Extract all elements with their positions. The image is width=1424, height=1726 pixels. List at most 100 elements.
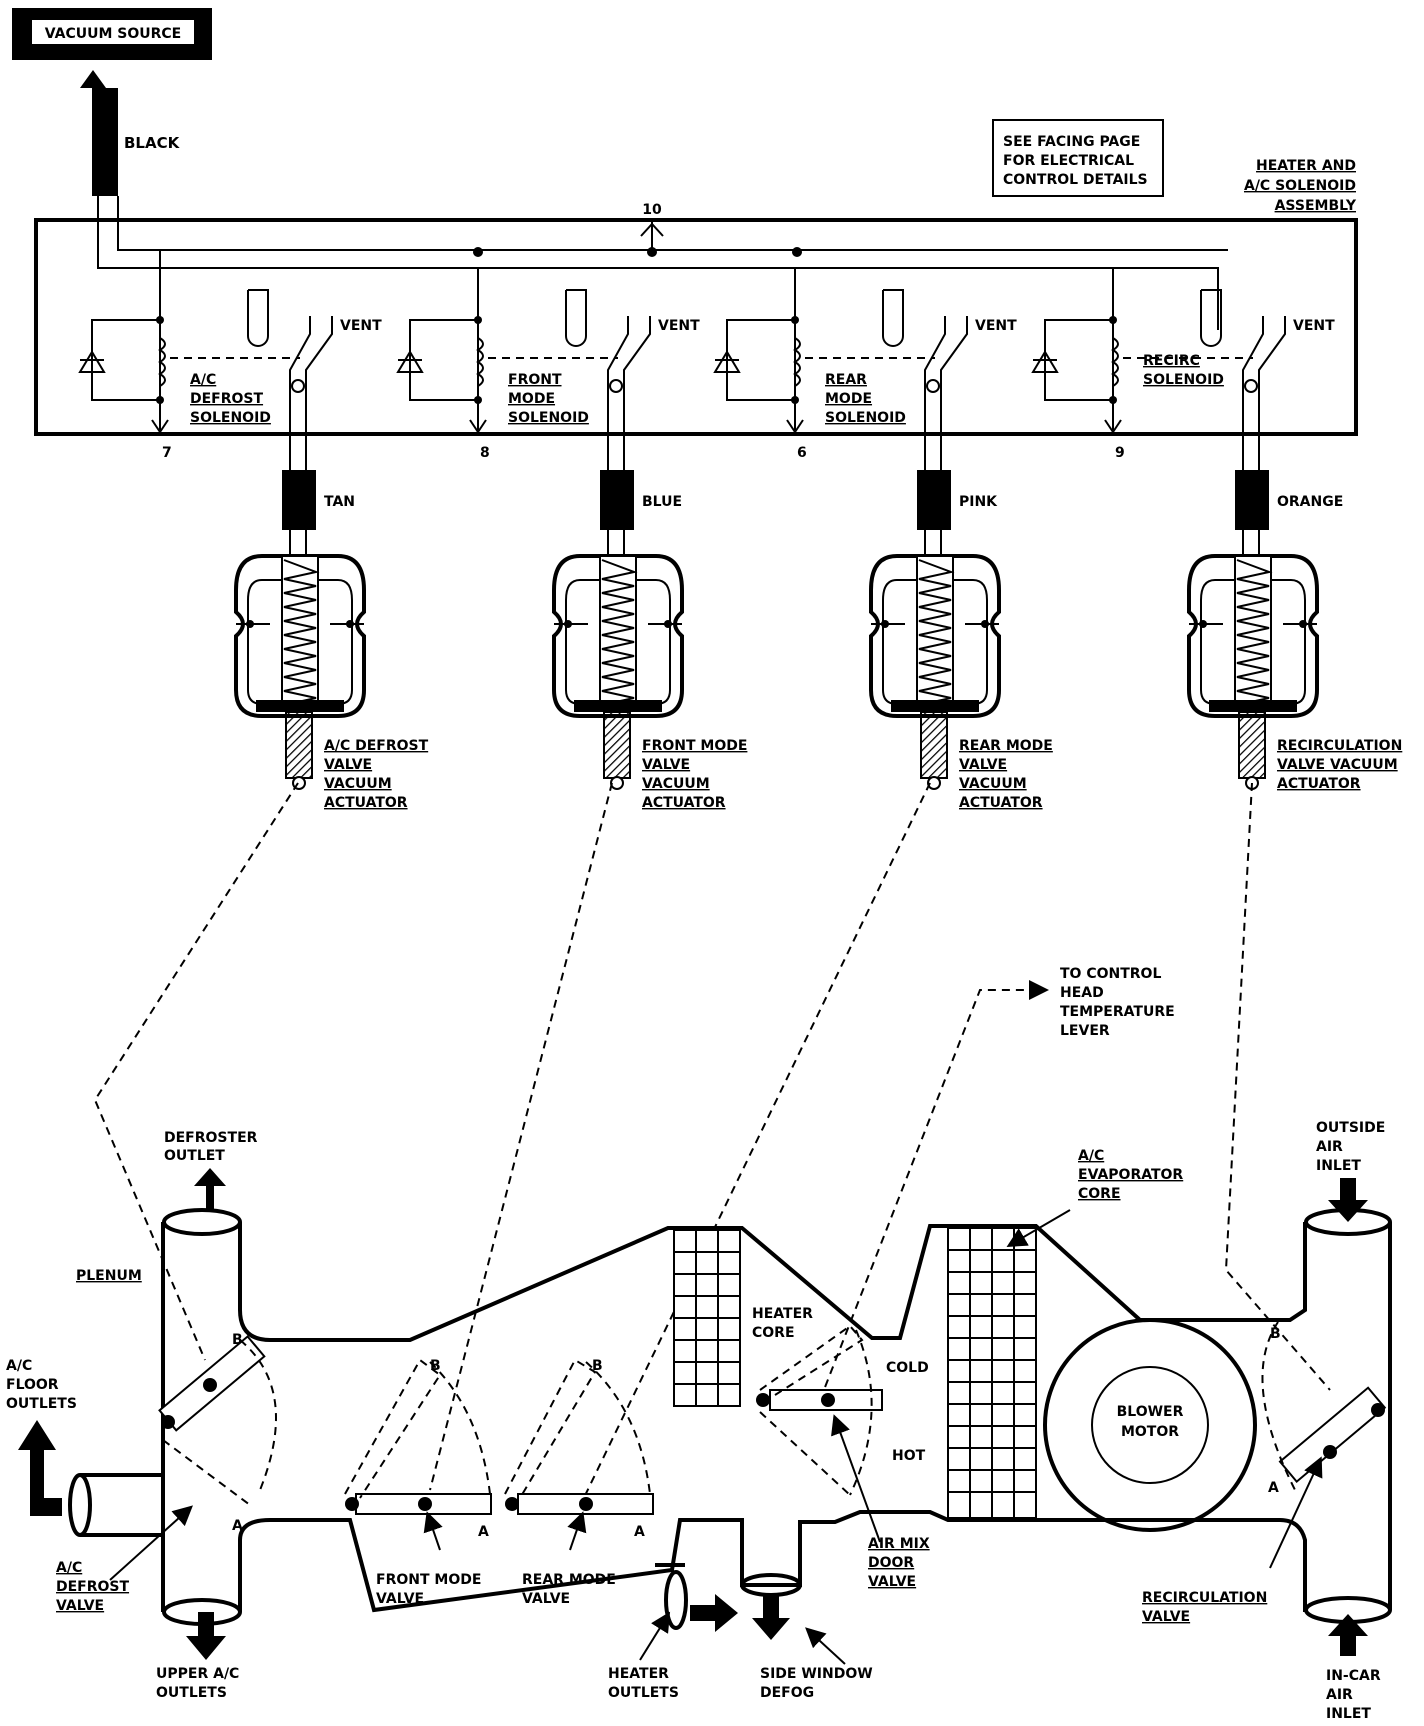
solenoid-label: DEFROST: [190, 391, 264, 407]
svg-text:ASSEMBLY: ASSEMBLY: [1275, 198, 1357, 214]
svg-text:VALVE: VALVE: [56, 1598, 104, 1614]
actuator-label: ACTUATOR: [959, 795, 1043, 811]
air-mix-door: [756, 1324, 883, 1496]
svg-text:AIR: AIR: [1316, 1139, 1343, 1155]
svg-text:FLOOR: FLOOR: [6, 1377, 59, 1393]
hose-connector-3: PINK: [917, 470, 998, 560]
pointer-arrows: [109, 1209, 1323, 1665]
vacuum-source-box: VACUUM SOURCE: [12, 8, 212, 60]
svg-text:HEATER: HEATER: [752, 1306, 813, 1322]
svg-text:A/C SOLENOID: A/C SOLENOID: [1244, 178, 1356, 194]
svg-text:COLD: COLD: [886, 1360, 929, 1376]
svg-text:VALVE: VALVE: [1142, 1609, 1190, 1625]
svg-text:UPPER A/C: UPPER A/C: [156, 1666, 239, 1682]
actuator-label: ACTUATOR: [642, 795, 726, 811]
actuator-label: REAR MODE: [959, 738, 1053, 754]
svg-text:B: B: [592, 1358, 603, 1374]
actuator-label: VALVE VACUUM: [1277, 757, 1398, 773]
svg-text:RECIRCULATION: RECIRCULATION: [1142, 1590, 1267, 1606]
defroster-arrow: [194, 1168, 226, 1210]
rear-mode-valve: [504, 1358, 654, 1515]
svg-text:OUTLETS: OUTLETS: [608, 1685, 679, 1701]
svg-text:A/C: A/C: [6, 1358, 32, 1374]
svg-text:VALVE: VALVE: [522, 1591, 570, 1607]
svg-text:HEATER AND: HEATER AND: [1256, 158, 1356, 174]
vacuum-manifold: [97, 196, 1228, 330]
terminal-label: 8: [480, 445, 490, 461]
terminal-label: 7: [162, 445, 172, 461]
svg-text:HEATER: HEATER: [608, 1666, 669, 1682]
defrost-valve: [158, 1335, 277, 1506]
hose-connector-2: BLUE: [600, 470, 682, 560]
solenoid-label: SOLENOID: [190, 410, 271, 426]
actuator-label: ACTUATOR: [1277, 776, 1361, 792]
side-window-arrow: [752, 1595, 790, 1640]
heater-outlets-arrow: [690, 1594, 738, 1632]
actuator-label: VACUUM: [959, 776, 1027, 792]
hose-color-label: BLUE: [642, 494, 682, 510]
solenoid-layer: VENT7A/CDEFROSTSOLENOIDVENT8FRONTMODESOL…: [78, 268, 1335, 470]
svg-text:DEFOG: DEFOG: [760, 1685, 814, 1701]
svg-text:A/C: A/C: [1078, 1148, 1104, 1164]
svg-text:MOTOR: MOTOR: [1121, 1424, 1179, 1440]
actuator-linkages: [93, 782, 1331, 1511]
svg-text:IN-CAR: IN-CAR: [1326, 1668, 1381, 1684]
hose-color-label: PINK: [959, 494, 998, 510]
actuator-label: A/C DEFROST: [324, 738, 429, 754]
incar-air-arrow: [1328, 1614, 1368, 1656]
note-line-2: FOR ELECTRICAL: [1003, 153, 1134, 169]
vacuum-source-label: VACUUM SOURCE: [45, 26, 182, 42]
svg-text:EVAPORATOR: EVAPORATOR: [1078, 1167, 1183, 1183]
svg-text:CORE: CORE: [752, 1325, 795, 1341]
actuator-label: VALVE: [642, 757, 690, 773]
recirculation-valve: [1261, 1321, 1387, 1491]
air-duct: [68, 1208, 1392, 1630]
svg-text:LEVER: LEVER: [1060, 1023, 1110, 1039]
svg-text:HEAD: HEAD: [1060, 985, 1104, 1001]
hose-connector-1: TAN: [282, 470, 355, 560]
front-mode-valve: [344, 1358, 492, 1515]
vent-label: VENT: [975, 318, 1017, 334]
svg-text:BLOWER: BLOWER: [1117, 1404, 1184, 1420]
svg-text:OUTSIDE: OUTSIDE: [1316, 1120, 1385, 1136]
solenoid-label: FRONT: [508, 372, 562, 388]
vacuum-actuator-2: FRONT MODE VALVE VACUUM ACTUATOR: [552, 554, 747, 811]
evaporator-grid: [947, 1227, 1037, 1519]
svg-text:FRONT MODE: FRONT MODE: [376, 1572, 481, 1588]
actuator-label: FRONT MODE: [642, 738, 747, 754]
heater-core-grid: [673, 1229, 741, 1407]
svg-text:AIR: AIR: [1326, 1687, 1353, 1703]
svg-text:OUTLET: OUTLET: [164, 1148, 225, 1164]
svg-text:PLENUM: PLENUM: [76, 1268, 142, 1284]
duct-labels: DEFROSTER OUTLET PLENUM A/C FLOOR OUTLET…: [6, 1120, 1385, 1722]
svg-text:VALVE: VALVE: [868, 1574, 916, 1590]
floor-outlets-arrow: [18, 1420, 62, 1516]
terminal-10: 10: [640, 202, 664, 252]
vacuum-source-arrow: [80, 70, 118, 196]
hose-color-label: TAN: [324, 494, 355, 510]
actuator-label: VACUUM: [642, 776, 710, 792]
upper-outlets-arrow: [186, 1612, 226, 1660]
svg-text:AIR MIX: AIR MIX: [868, 1536, 930, 1552]
svg-text:REAR MODE: REAR MODE: [522, 1572, 616, 1588]
blower-motor: [1043, 1318, 1257, 1532]
svg-text:DEFROSTER: DEFROSTER: [164, 1130, 258, 1146]
svg-text:A: A: [478, 1524, 489, 1540]
svg-text:A: A: [1268, 1480, 1279, 1496]
actuator-label: VACUUM: [324, 776, 392, 792]
terminal-label: 9: [1115, 445, 1125, 461]
outside-air-arrow: [1328, 1178, 1368, 1222]
svg-text:HOT: HOT: [892, 1448, 926, 1464]
control-head-label: TO CONTROL HEAD TEMPERATURE LEVER: [1060, 966, 1175, 1039]
solenoid-label: A/C: [190, 372, 216, 388]
actuator-label: VALVE: [959, 757, 1007, 773]
svg-text:A: A: [232, 1518, 243, 1534]
vacuum-actuator-3: REAR MODE VALVE VACUUM ACTUATOR: [869, 554, 1053, 811]
